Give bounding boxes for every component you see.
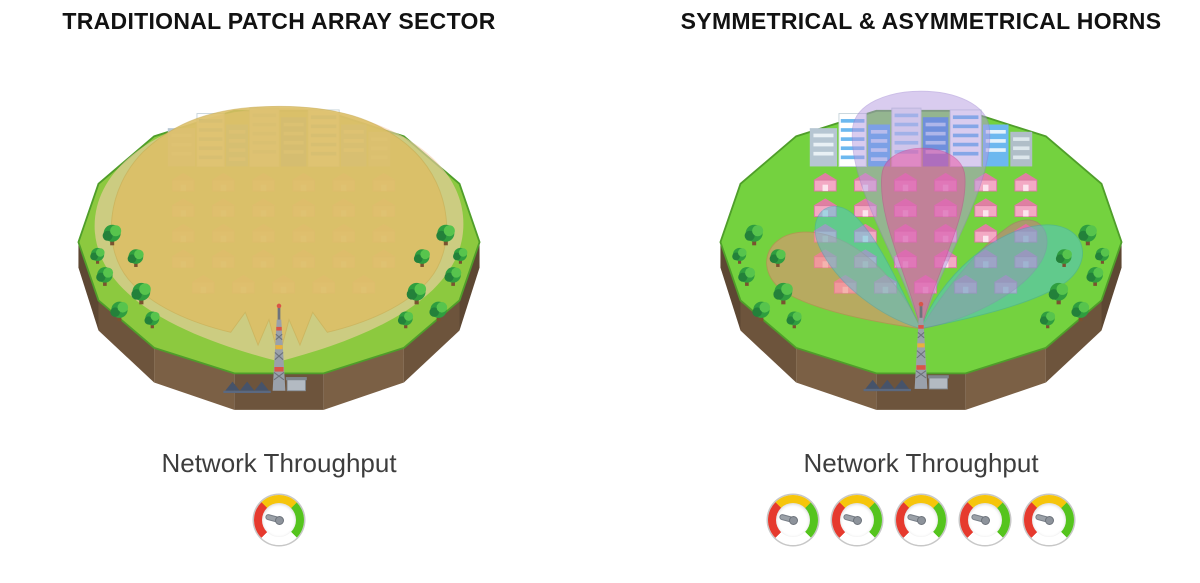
panel-horns: SYMMETRICAL & ASYMMETRICAL HORNS [656, 4, 1186, 583]
gauge-hub [274, 515, 284, 525]
gauge-icon [896, 495, 946, 545]
gauge-icon [960, 495, 1010, 545]
panel-title-horns: SYMMETRICAL & ASYMMETRICAL HORNS [680, 8, 1162, 34]
island-svg-traditional [77, 105, 481, 411]
island-illustration-traditional [44, 37, 514, 434]
gauge-icon [1024, 495, 1074, 545]
gauge-hub [788, 515, 798, 525]
gauge-icon [254, 495, 304, 545]
beam-pink-center [881, 147, 966, 331]
island-svg-horns [719, 90, 1123, 411]
gauge-row-horns [768, 495, 1074, 545]
gauge-icon [832, 495, 882, 545]
beam-teal-left [814, 206, 922, 330]
coverage-blob-tan [111, 105, 447, 360]
gauge-row-traditional [254, 495, 304, 545]
panel-title-traditional: TRADITIONAL PATCH ARRAY SECTOR [62, 8, 496, 34]
gauge-hub [980, 515, 990, 525]
island-illustration-horns [686, 37, 1156, 434]
throughput-label-traditional: Network Throughput [161, 448, 397, 478]
beam-teal-right [920, 224, 1083, 330]
gauge-hub [1044, 515, 1054, 525]
gauge-hub [852, 515, 862, 525]
gauge-icon [768, 495, 818, 545]
horn-beams [766, 90, 1083, 331]
gauge-hub [916, 515, 926, 525]
throughput-label-horns: Network Throughput [803, 448, 1039, 478]
panel-traditional: TRADITIONAL PATCH ARRAY SECTOR [14, 4, 544, 583]
